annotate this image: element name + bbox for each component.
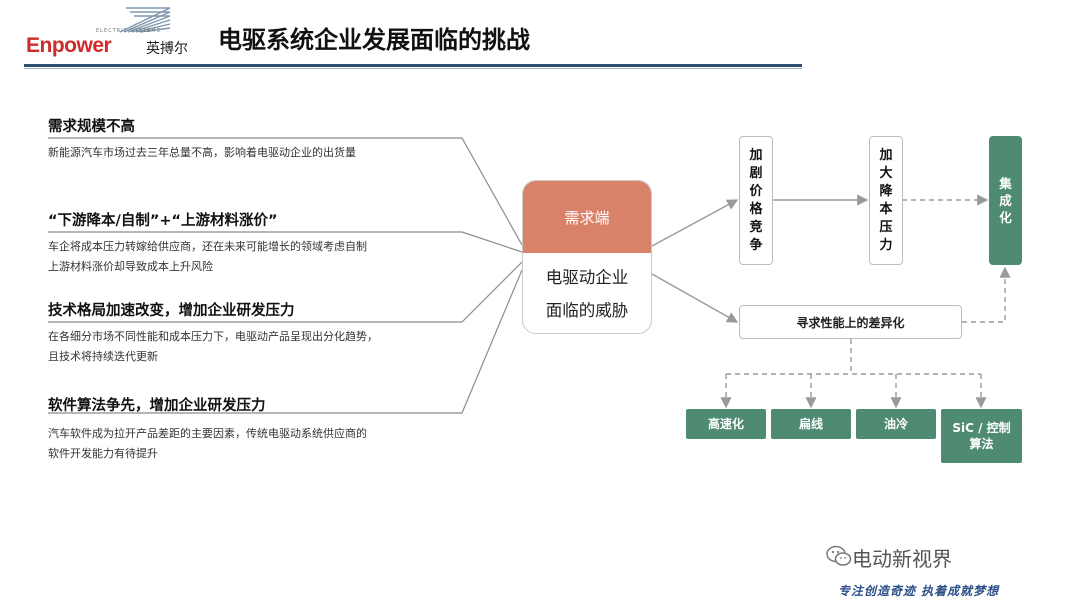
logo-text: Enpower <box>26 34 112 57</box>
logo-tagline: ELECTRIC SYSTEMS <box>96 28 161 34</box>
watermark-brand: 电动新视界 <box>852 547 952 571</box>
threat-card-body: 电驱动企业 面临的威胁 <box>545 268 629 320</box>
wechat-icon <box>826 545 852 566</box>
tag-hairpin: 扁线 <box>771 409 851 439</box>
issue-desc-3: 在各细分市场不同性能和成本压力下，电驱动产品呈现出分化趋势， 且技术将持续迭代更… <box>48 330 378 363</box>
arrow-diff-to-integration <box>962 266 1011 323</box>
connector-line-4 <box>48 269 523 414</box>
arrow-to-price <box>651 199 739 247</box>
connector-line-3 <box>48 261 523 323</box>
issue-title-2: “下游降本/自制”+“上游材料涨价” <box>48 213 278 229</box>
logo-wing-icon <box>119 7 171 33</box>
tag-oil-cooling: 油冷 <box>856 409 936 439</box>
title-divider-thin <box>24 68 802 69</box>
cost-pressure-box: 加大降本压力 <box>869 136 903 265</box>
threat-card: 需求端 电驱动企业 面临的威胁 <box>522 180 652 334</box>
issue-title-4: 软件算法争先，增加企业研发压力 <box>48 398 266 414</box>
tag-sic-control: SiC / 控制算法 <box>941 409 1022 463</box>
connector-line-2 <box>48 231 523 253</box>
connector-line-1 <box>48 137 523 246</box>
arrow-to-diff <box>651 273 739 323</box>
tag-high-speed: 高速化 <box>686 409 766 439</box>
issue-desc-2: 车企将成本压力转嫁给供应商，还在未来可能增长的领域考虑自制 上游材料涨价却导致成… <box>48 240 367 273</box>
page-title: 电驱系统企业发展面临的挑战 <box>218 26 530 54</box>
price-competition-box: 加剧价格竞争 <box>739 136 773 265</box>
threat-card-header: 需求端 <box>523 181 651 253</box>
issue-title-1: 需求规模不高 <box>48 119 135 135</box>
differentiation-box: 寻求性能上的差异化 <box>739 305 962 339</box>
title-divider <box>24 64 802 67</box>
issue-desc-1: 新能源汽车市场过去三年总量不高，影响着电驱动企业的出货量 <box>48 146 356 159</box>
logo-cn: 英搏尔 <box>146 41 188 57</box>
issue-desc-4: 汽车软件成为拉开产品差距的主要因素，传统电驱动系统供应商的 软件开发能力有待提升 <box>48 427 367 460</box>
integration-box: 集成化 <box>989 136 1022 265</box>
watermark-slogan: 专注创造奇迹 执着成就梦想 <box>838 584 1000 598</box>
issue-title-3: 技术格局加速改变，增加企业研发压力 <box>48 303 295 319</box>
